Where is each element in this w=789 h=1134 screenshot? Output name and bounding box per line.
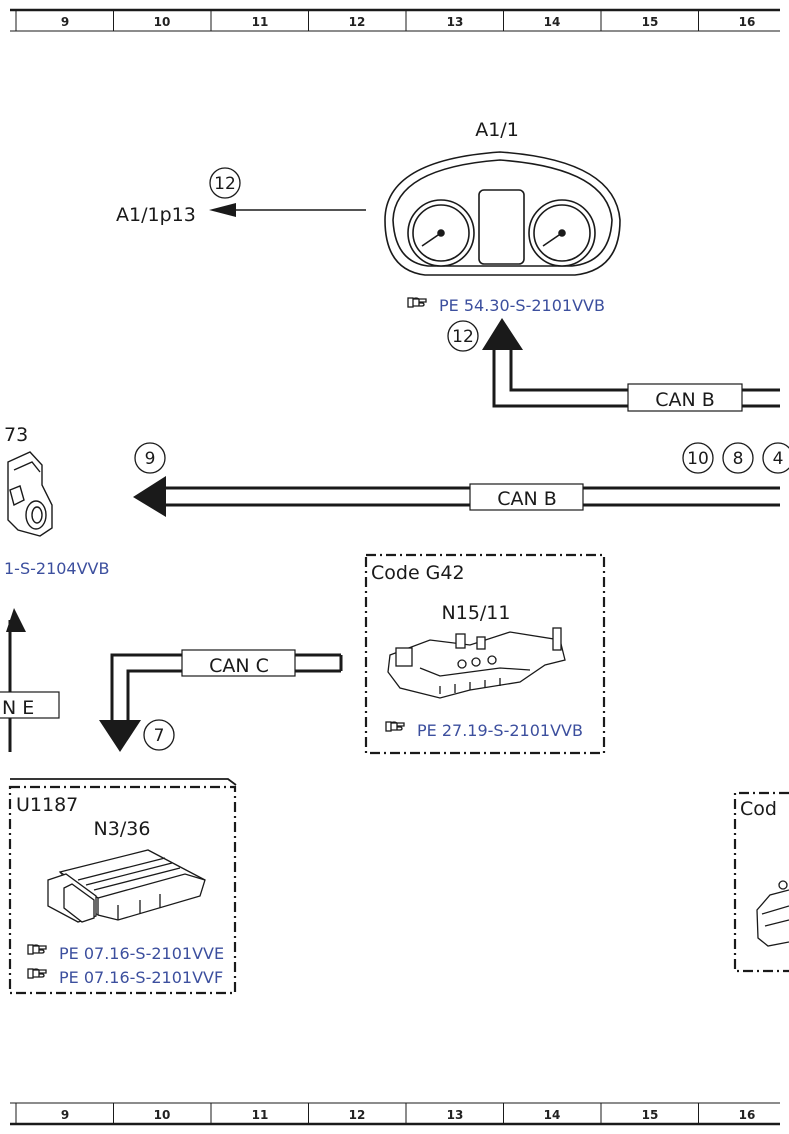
- ruler-bottom-10: 10: [154, 1108, 171, 1122]
- n3-36-reference-link-2[interactable]: PE 07.16-S-2101VVF: [59, 968, 223, 987]
- can-b-middle-line: CAN B 9 10 8 4: [133, 442, 789, 517]
- a1-1p13-signal: A1/1p13 12: [116, 167, 366, 226]
- arrow-down-icon: [99, 720, 141, 752]
- arrow-left-icon: [133, 476, 166, 517]
- a1-1-reference-link[interactable]: PE 54.30-S-2101VVB: [439, 296, 605, 315]
- n15-11-code-label: Code G42: [371, 562, 465, 584]
- control-unit-icon: [47, 849, 206, 923]
- ruler-top-14: 14: [544, 15, 561, 29]
- partial-73-reference-link[interactable]: 1-S-2104VVB: [4, 559, 109, 578]
- right-partial-component: Cod: [733, 791, 789, 973]
- ruler-top-10: 10: [154, 15, 171, 29]
- ruler-top-16: 16: [739, 15, 756, 29]
- partial-73-label: 73: [4, 424, 28, 446]
- a1-1-component: A1/1 PE 54.30-S-2101VVB: [384, 119, 621, 315]
- connector-12-bottom: 12: [452, 327, 474, 347]
- ruler-top-11: 11: [252, 15, 269, 29]
- ruler-bottom-16: 16: [739, 1108, 756, 1122]
- hand-pointer-icon: [407, 297, 427, 308]
- can-b-middle-label: CAN B: [497, 488, 557, 510]
- connector-9: 9: [145, 449, 156, 469]
- right-box-code-label: Cod: [740, 798, 777, 820]
- can-c-line: CAN C 7: [99, 649, 343, 752]
- a1-1-label: A1/1: [475, 119, 519, 141]
- partial-component-73: 73 1-S-2104VVB: [4, 424, 109, 578]
- connector-8: 8: [733, 449, 744, 469]
- ruler-top-9: 9: [61, 15, 69, 29]
- n15-11-label: N15/11: [442, 602, 511, 624]
- hand-pointer-icon: [27, 944, 47, 955]
- n3-36-component: U1187 N3/36 PE 07.16-S-2101VVE PE 07.16-…: [8, 778, 237, 995]
- bottom-ruler: 9 10 11 12 13 14 15 16: [10, 1102, 780, 1126]
- connector-10: 10: [687, 449, 709, 469]
- connector-7: 7: [154, 726, 165, 746]
- top-ruler: 9 10 11 12 13 14 15 16: [10, 8, 780, 32]
- ruler-bottom-11: 11: [252, 1108, 269, 1122]
- module-icon: [756, 880, 789, 947]
- arrow-left-icon: [209, 203, 236, 217]
- ruler-bottom-14: 14: [544, 1108, 561, 1122]
- connector-12-top: 12: [214, 174, 236, 194]
- n3-36-reference-link-1[interactable]: PE 07.16-S-2101VVE: [59, 944, 224, 963]
- ruler-top-13: 13: [447, 15, 464, 29]
- instrument-cluster-icon: [384, 151, 621, 276]
- n15-11-reference-link[interactable]: PE 27.19-S-2101VVB: [417, 721, 583, 740]
- ruler-bottom-15: 15: [642, 1108, 659, 1122]
- valve-body-icon: [387, 627, 566, 699]
- arrow-up-icon: [482, 318, 523, 350]
- n15-11-component: Code G42 N15/11 PE 27.19-S-2101VVB: [364, 553, 606, 755]
- can-e-label: N E: [2, 697, 34, 719]
- ruler-top-15: 15: [642, 15, 659, 29]
- can-c-label: CAN C: [209, 655, 269, 677]
- hand-pointer-icon: [385, 721, 405, 732]
- a1-1p13-label: A1/1p13: [116, 204, 196, 226]
- connector-4: 4: [773, 449, 784, 469]
- can-b-top-line: 12 CAN B: [447, 318, 780, 412]
- ignition-switch-icon: [7, 451, 53, 537]
- ruler-bottom-9: 9: [61, 1108, 69, 1122]
- n3-36-code-label: U1187: [16, 794, 78, 816]
- can-b-top-label: CAN B: [655, 389, 715, 411]
- ruler-bottom-12: 12: [349, 1108, 366, 1122]
- hand-pointer-icon: [27, 968, 47, 979]
- n3-36-label: N3/36: [94, 818, 151, 840]
- can-e-line: N E: [0, 608, 60, 752]
- ruler-bottom-13: 13: [447, 1108, 464, 1122]
- arrow-up-icon: [6, 608, 26, 632]
- ruler-top-12: 12: [349, 15, 366, 29]
